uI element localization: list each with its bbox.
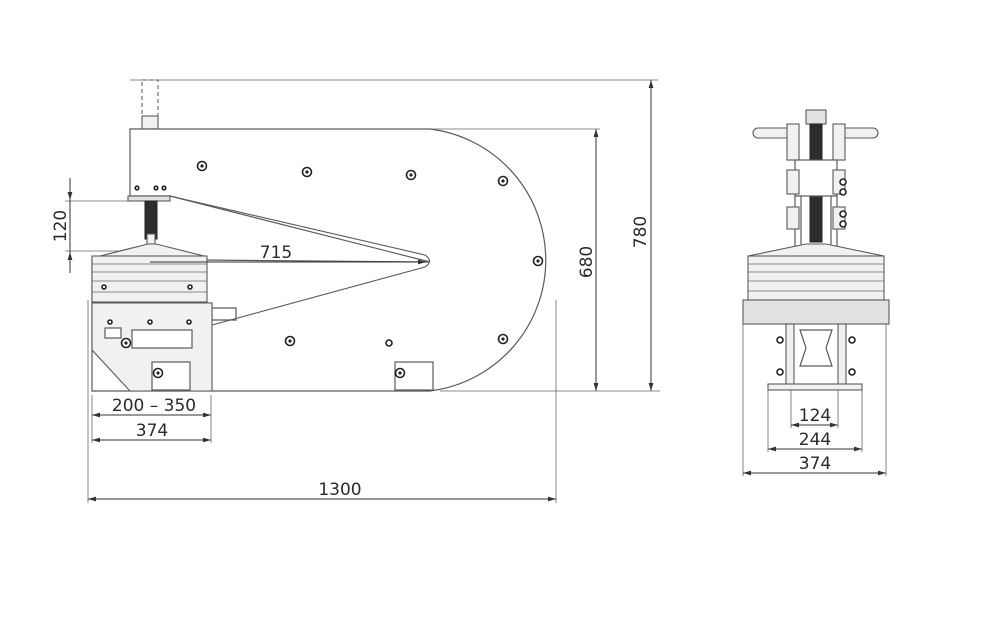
dim-throat-depth: 715: [260, 243, 292, 263]
front-view: 124 244 374: [742, 109, 890, 476]
dim-daylight-range: 200 – 350: [112, 396, 196, 416]
base-slot: [131, 329, 193, 349]
dim-mid-width: 244: [799, 430, 831, 450]
throat-edge: [169, 195, 431, 326]
frame-bolts: [101, 160, 544, 379]
front-base-plate: [742, 299, 890, 325]
cylinder-extension-dashed: [141, 79, 159, 117]
dim-overall-length: 1300: [318, 480, 361, 500]
front-foot: [767, 383, 863, 391]
press-table: [91, 255, 208, 303]
front-table: [747, 255, 885, 301]
front-press-plate: [747, 243, 885, 257]
spindle-tip: [146, 233, 156, 245]
press-plate-cone: [99, 243, 205, 257]
dim-base-width-side: 374: [136, 421, 168, 441]
dim-inner-width: 124: [799, 406, 831, 426]
ram-head: [127, 195, 171, 202]
dim-overall-height: 780: [631, 216, 651, 248]
cylinder-top: [141, 115, 159, 130]
upper-plate: [794, 159, 838, 197]
dim-frame-height: 680: [577, 246, 597, 278]
spindle: [144, 200, 158, 240]
dim-base-width-front: 374: [799, 454, 831, 474]
top-nut: [805, 109, 827, 125]
dim-stroke-height: 120: [51, 210, 71, 242]
side-view: 120 715 680 780 200 – 350 374 1300: [51, 79, 660, 503]
lower-wedge: [799, 329, 833, 367]
